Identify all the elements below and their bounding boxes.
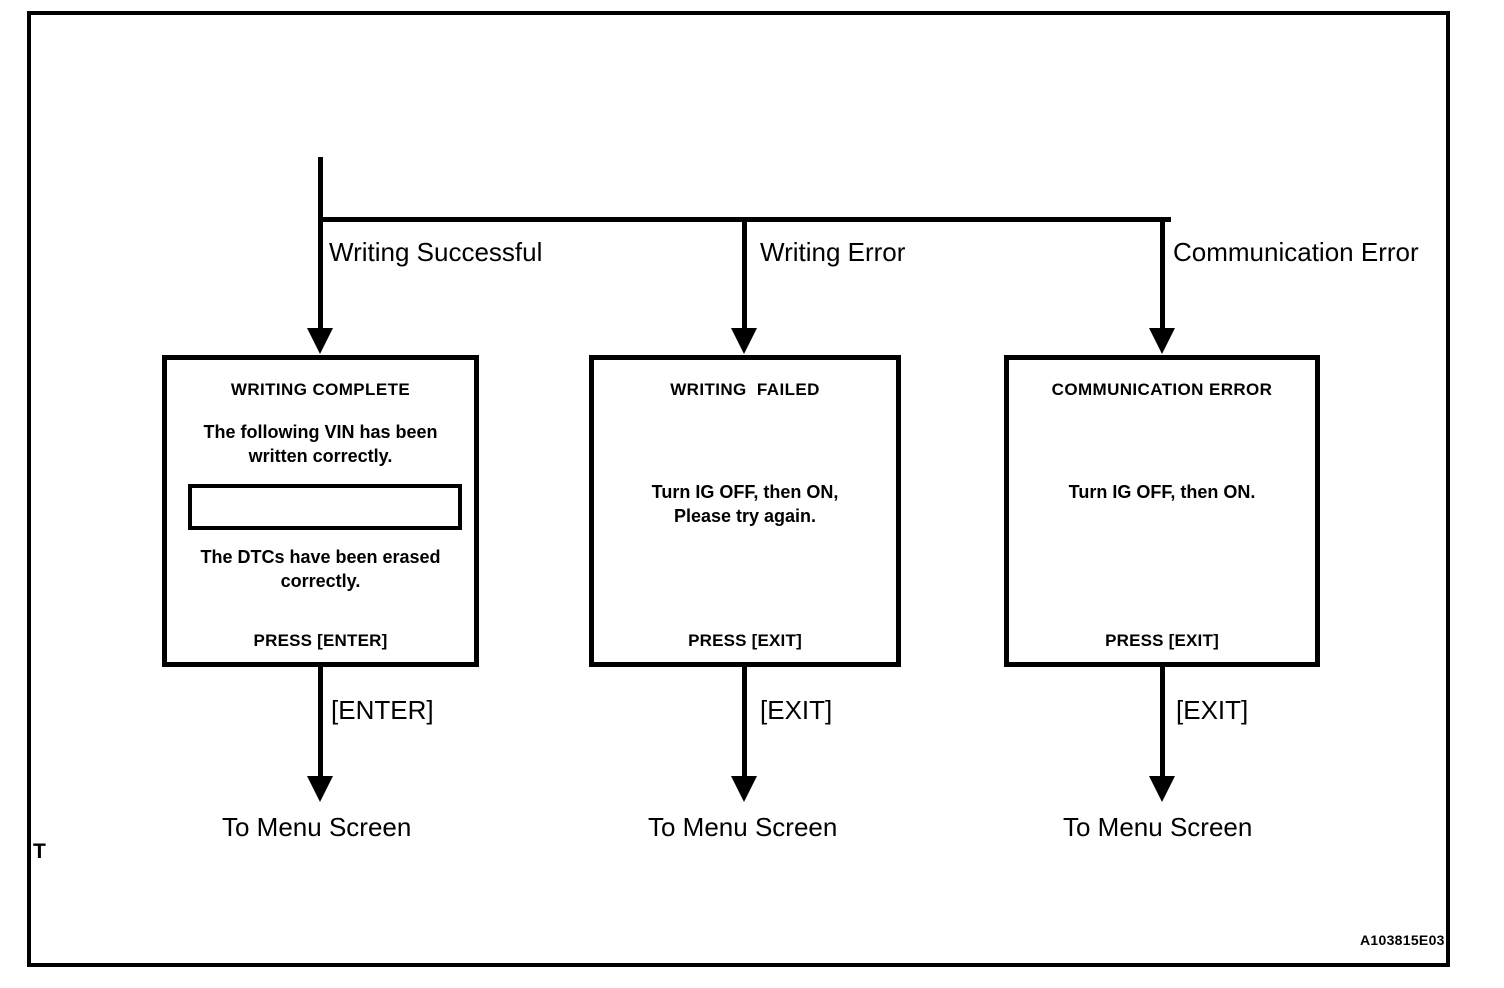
- exit-3-line: [1160, 667, 1165, 782]
- screen-content-communication-error: COMMUNICATION ERROR Turn IG OFF, then ON…: [1009, 360, 1315, 662]
- screen-message-dtc-erased: The DTCs have been erased correctly.: [200, 547, 441, 592]
- branch-3-arrowhead: [1149, 328, 1175, 354]
- destination-label-3: To Menu Screen: [1063, 812, 1253, 842]
- screen-box-writing-failed: WRITING FAILED Turn IG OFF, then ON, Ple…: [589, 355, 901, 667]
- vin-display-field[interactable]: [188, 484, 462, 530]
- branch-3-drop-line: [1160, 217, 1165, 330]
- figure-id-code: A103815E03: [1360, 932, 1445, 948]
- margin-revision-mark: T: [33, 840, 46, 863]
- exit-3-arrowhead: [1149, 776, 1175, 802]
- branch-1-drop-line: [318, 217, 323, 330]
- screen-box-writing-complete: WRITING COMPLETE The following VIN has b…: [162, 355, 479, 667]
- exit-1-arrowhead: [307, 776, 333, 802]
- screen-content-writing-complete: WRITING COMPLETE The following VIN has b…: [167, 360, 474, 662]
- page-border: [27, 11, 1450, 967]
- exit-2-line: [742, 667, 747, 782]
- branch-2-drop-line: [742, 217, 747, 330]
- destination-label-1: To Menu Screen: [222, 812, 412, 842]
- exit-key-label-exit-communication-error: [EXIT]: [1176, 695, 1249, 725]
- screen-message-ig-cycle-instruction: Turn IG OFF, then ON.: [1068, 482, 1256, 502]
- screen-message-retry-instruction: Turn IG OFF, then ON, Please try again.: [651, 482, 839, 527]
- exit-key-label-exit-writing-failed: [EXIT]: [760, 695, 833, 725]
- screen-footer-press-enter: PRESS [ENTER]: [253, 631, 388, 650]
- screen-message-vin-written: The following VIN has been written corre…: [203, 422, 438, 467]
- screen-box-communication-error: COMMUNICATION ERROR Turn IG OFF, then ON…: [1004, 355, 1320, 667]
- screen-content-writing-failed: WRITING FAILED Turn IG OFF, then ON, Ple…: [594, 360, 896, 662]
- exit-2-arrowhead: [731, 776, 757, 802]
- screen-footer-press-exit-writing-failed: PRESS [EXIT]: [688, 631, 802, 650]
- exit-key-label-enter: [ENTER]: [331, 695, 434, 725]
- screen-title-communication-error: COMMUNICATION ERROR: [1051, 380, 1273, 399]
- branch-label-writing-successful: Writing Successful: [329, 237, 543, 267]
- screen-title-writing-complete: WRITING COMPLETE: [230, 380, 411, 399]
- branch-2-arrowhead: [731, 328, 757, 354]
- exit-1-line: [318, 667, 323, 782]
- branch-label-communication-error: Communication Error: [1173, 237, 1419, 267]
- branch-1-arrowhead: [307, 328, 333, 354]
- trunk-line-vertical: [318, 157, 323, 222]
- destination-label-2: To Menu Screen: [648, 812, 838, 842]
- branch-label-writing-error: Writing Error: [760, 237, 906, 267]
- screen-title-writing-failed: WRITING FAILED: [670, 380, 820, 399]
- screen-footer-press-exit-communication-error: PRESS [EXIT]: [1105, 631, 1219, 650]
